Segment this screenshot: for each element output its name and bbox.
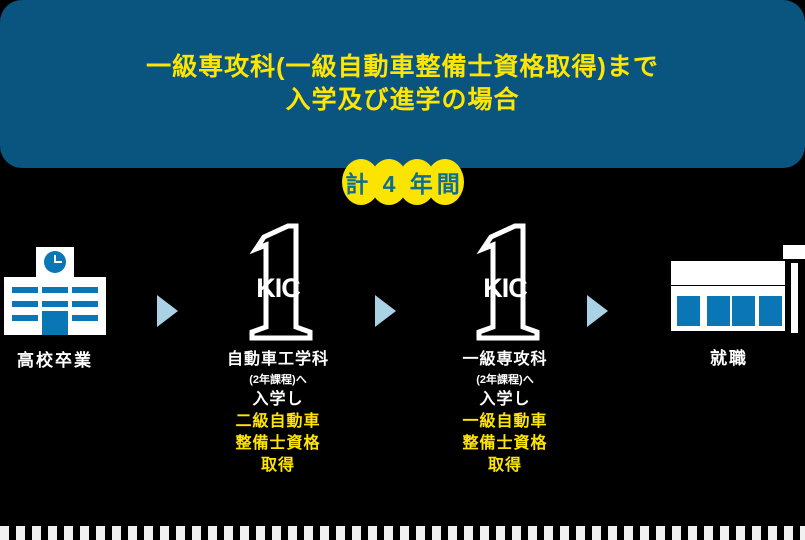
kic-logo-icon: KIC	[222, 223, 334, 341]
numeral-one-outline	[249, 223, 313, 341]
flow-mid-kic-2: 入学し	[479, 391, 531, 408]
school-window	[72, 315, 98, 321]
arrow-right-icon-1	[157, 295, 178, 327]
shop-sign-pole	[791, 263, 798, 333]
shop-garage-door	[732, 296, 755, 326]
flow-step-kic-2: KIC 一級専攻科 (2年課程)へ 入学し 一級自動車 整備士資格 取得	[449, 223, 561, 477]
shop-awning	[671, 286, 785, 291]
dealership-shop-icon	[663, 245, 805, 337]
school-door	[42, 311, 68, 335]
badge-bubble-4	[425, 159, 464, 205]
arrow-right-icon-3	[587, 295, 608, 327]
kic-logo-icon: KIC	[449, 223, 561, 341]
numeral-one-outline	[476, 223, 540, 341]
shop-garage-door	[759, 296, 782, 326]
school-window	[12, 315, 38, 321]
duration-badge-label: 計 4 年間	[345, 171, 464, 197]
banner-title-line-2: 入学及び進学の場合	[285, 86, 520, 114]
header-banner: 一級専攻科(一級自動車整備士資格取得)まで 入学及び進学の場合	[0, 0, 805, 168]
school-window	[72, 301, 98, 307]
bottom-castellated-border	[0, 526, 805, 540]
flow-accent-kic-1-line-1: 二級自動車	[235, 413, 321, 430]
flow-accent-kic-2-line-1: 一級自動車	[462, 413, 548, 430]
flow-sub-kic-2: (2年課程)へ	[476, 374, 534, 386]
flow-accent-kic-1-line-3: 取得	[260, 457, 295, 474]
shop-garage-door	[707, 296, 730, 326]
flow-row: 高校卒業 KIC 自動車工学科 (2年課程)へ 入学し 二級自動車 整備士資格 …	[0, 215, 805, 505]
badge-bubbles	[337, 157, 468, 207]
school-window	[42, 301, 68, 307]
duration-badge: 計 4 年間	[337, 157, 468, 207]
kic-wordmark: KIC	[256, 273, 301, 303]
school-building-icon	[0, 247, 110, 337]
flow-title-kic-1: 自動車工学科	[226, 351, 329, 368]
school-window	[12, 287, 38, 293]
flow-accent-kic-2-line-2: 整備士資格	[462, 435, 548, 452]
shop-garage-door	[677, 296, 700, 326]
clock-icon	[44, 251, 66, 273]
flow-label-highschool: 高校卒業	[17, 351, 93, 370]
school-window	[72, 287, 98, 293]
flow-accent-kic-1-line-2: 整備士資格	[235, 435, 321, 452]
arrow-right-icon-2	[375, 295, 396, 327]
flow-sub-kic-1: (2年課程)へ	[249, 374, 307, 386]
flow-accent-kic-2-line-3: 取得	[487, 457, 522, 474]
flow-label-employment: 就職	[710, 349, 748, 368]
flow-step-highschool: 高校卒業	[0, 247, 111, 371]
shop-signboard	[671, 261, 785, 285]
banner-title-line-1: 一級専攻科(一級自動車整備士資格取得)まで	[146, 53, 659, 81]
flow-mid-kic-1: 入学し	[252, 391, 304, 408]
school-window	[12, 301, 38, 307]
flow-title-kic-2: 一級専攻科	[462, 351, 548, 368]
shop-sign	[783, 245, 805, 259]
school-window	[42, 287, 68, 293]
kic-wordmark: KIC	[483, 273, 528, 303]
flow-step-kic-1: KIC 自動車工学科 (2年課程)へ 入学し 二級自動車 整備士資格 取得	[222, 223, 334, 477]
flow-step-employment: 就職	[661, 245, 805, 369]
